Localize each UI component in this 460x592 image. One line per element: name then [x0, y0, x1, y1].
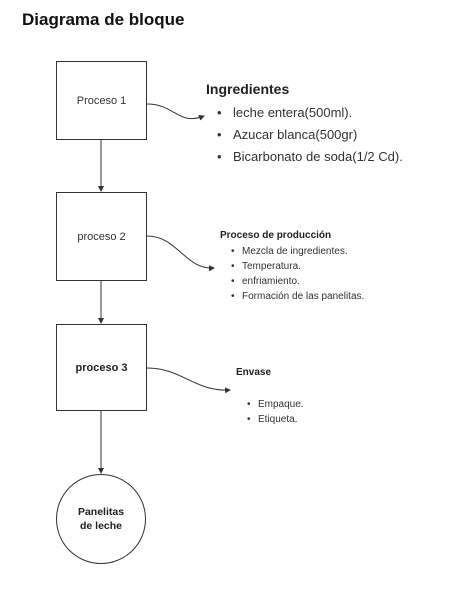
process-box-1-label: Proceso 1 [76, 94, 127, 107]
curve-box3-to-packaging [146, 367, 231, 394]
list-item: Bicarbonato de soda(1/2 Cd). [217, 146, 403, 168]
list-item: Formación de las panelitas. [231, 289, 371, 304]
list-item: Etiqueta. [247, 412, 304, 427]
ingredients-list: leche entera(500ml). Azucar blanca(500gr… [217, 102, 403, 168]
page-title: Diagrama de bloque [22, 10, 185, 29]
process-box-3: proceso 3 [56, 324, 147, 411]
curve-box2-to-production [146, 235, 215, 272]
list-item: enfriamiento. [231, 274, 371, 289]
production-list: Mezcla de ingredientes. Temperatura. enf… [231, 244, 371, 304]
packaging-heading: Envase [236, 367, 272, 378]
list-item: Azucar blanca(500gr) [217, 124, 403, 146]
packaging-list: Empaque. Etiqueta. [247, 397, 304, 427]
list-item: leche entera(500ml). [217, 102, 403, 124]
list-item: Temperatura. [231, 259, 371, 274]
process-box-1: Proceso 1 [56, 61, 147, 140]
process-box-2-label: proceso 2 [77, 230, 126, 243]
list-item: Mezcla de ingredientes. [231, 244, 371, 259]
ingredients-heading: Ingredientes [206, 81, 290, 97]
end-circle-label: Panelitas de leche [77, 506, 125, 532]
end-circle: Panelitas de leche [56, 474, 146, 564]
process-box-2: proceso 2 [56, 192, 147, 281]
list-item: Empaque. [247, 397, 304, 412]
curve-box1-to-ingredients [146, 103, 205, 121]
production-heading: Proceso de producción [220, 230, 332, 241]
process-box-3-label: proceso 3 [75, 361, 128, 374]
